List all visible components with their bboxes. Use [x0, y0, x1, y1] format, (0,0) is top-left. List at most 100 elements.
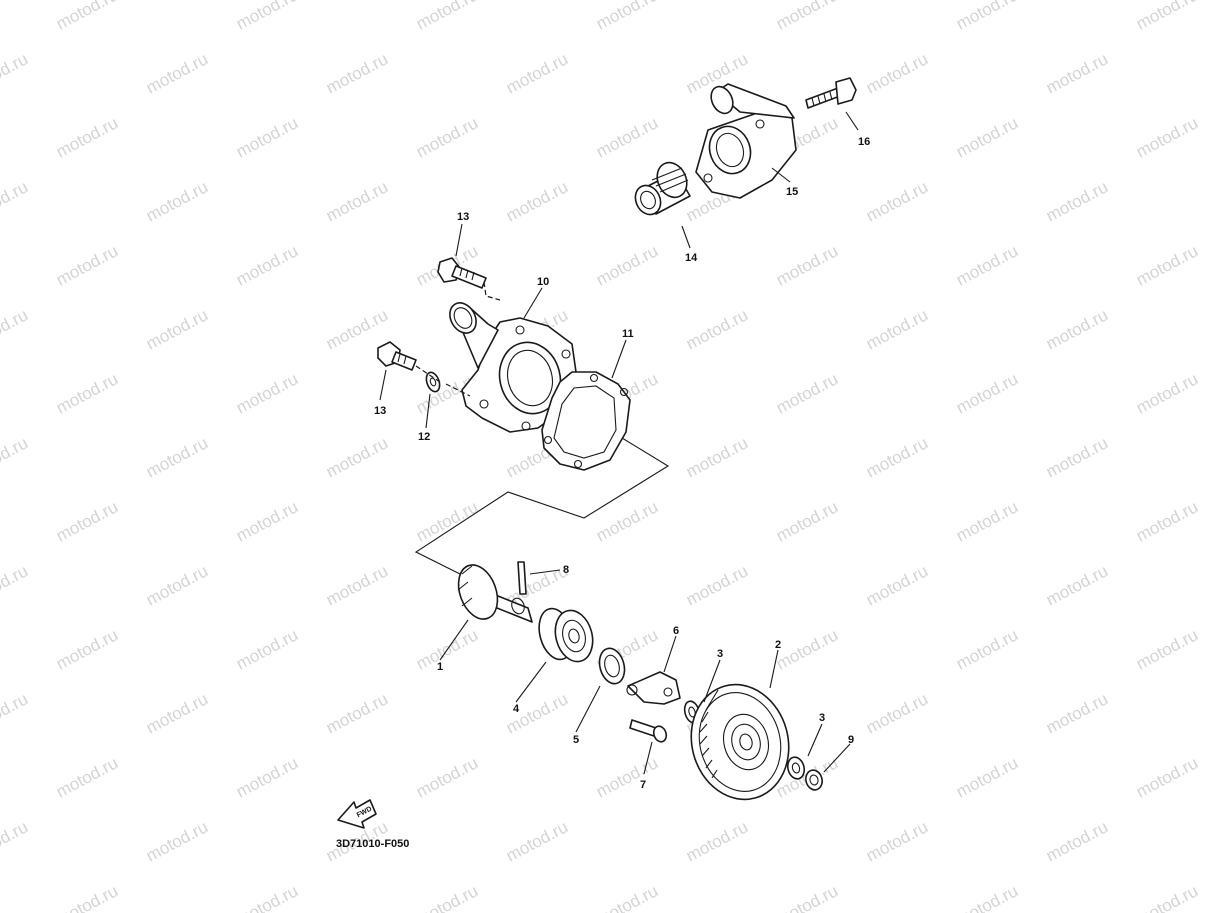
watermark-text: motod.ru [143, 305, 211, 353]
watermark-text: motod.ru [233, 113, 301, 161]
part-9-circlip [805, 769, 823, 791]
assembly-outline [414, 437, 670, 581]
watermark-text: motod.ru [0, 817, 31, 865]
watermark-text: motod.ru [233, 881, 301, 913]
watermark-text: motod.ru [0, 49, 31, 97]
watermark-text: motod.ru [593, 0, 661, 34]
callout-13-upper: 13 [457, 211, 469, 223]
watermark-text: motod.ru [863, 689, 931, 737]
part-5-oil-seal [598, 647, 626, 685]
watermark-text: motod.ru [413, 881, 481, 913]
watermark-text: motod.ru [323, 433, 391, 481]
part-7-screw [629, 719, 668, 743]
watermark-text: motod.ru [773, 497, 841, 545]
callout-3-right: 3 [819, 712, 825, 724]
watermark-text: motod.ru [1133, 497, 1201, 545]
watermark-text: motod.ru [143, 433, 211, 481]
part-14-thermostat [634, 161, 691, 216]
watermark-text: motod.ru [233, 625, 301, 673]
watermark-text: motod.ru [863, 561, 931, 609]
watermark-text: motod.ru [863, 433, 931, 481]
watermark-text: motod.ru [1133, 753, 1201, 801]
part-16-bolt [805, 77, 857, 109]
watermark-text: motod.ru [953, 241, 1021, 289]
part-2-impeller-gear [690, 683, 790, 801]
watermark-text: motod.ru [503, 177, 571, 225]
watermark-text: motod.ru [773, 369, 841, 417]
watermark-text: motod.ru [1133, 0, 1201, 34]
callout-3-left: 3 [717, 648, 723, 660]
watermark-text: motod.ru [323, 561, 391, 609]
callout-1: 1 [437, 661, 443, 673]
watermark-text: motod.ru [683, 561, 751, 609]
callout-13-lower: 13 [374, 405, 386, 417]
callout-12: 12 [418, 431, 430, 443]
part-3-washer-right [786, 756, 806, 780]
watermark-text: motod.ru [323, 177, 391, 225]
part-13-bolt-lower [377, 341, 417, 371]
watermark-text: motod.ru [0, 561, 31, 609]
callout-9: 9 [848, 734, 854, 746]
watermark-text: motod.ru [143, 177, 211, 225]
watermark-text: motod.ru [1043, 817, 1111, 865]
callout-6: 6 [673, 625, 679, 637]
part-15-thermostat-cover [695, 83, 797, 199]
watermark-text: motod.ru [413, 113, 481, 161]
watermark-text: motod.ru [143, 561, 211, 609]
watermark-text: motod.ru [53, 881, 121, 913]
watermark-text: motod.ru [0, 177, 31, 225]
watermark-text: motod.ru [863, 49, 931, 97]
watermark-text: motod.ru [143, 689, 211, 737]
watermark-text: motod.ru [1133, 625, 1201, 673]
watermark-text: motod.ru [1133, 113, 1201, 161]
watermark-text: motod.ru [53, 753, 121, 801]
callout-5: 5 [573, 734, 579, 746]
watermark-text: motod.ru [773, 881, 841, 913]
watermark-text: motod.ru [53, 497, 121, 545]
watermark-text: motod.ru [593, 241, 661, 289]
fwd-arrow-icon: FWD [337, 799, 377, 829]
watermark-text: motod.ru [1043, 689, 1111, 737]
watermark-text: motod.ru [143, 49, 211, 97]
watermark-text: motod.ru [53, 369, 121, 417]
watermark-text: motod.ru [953, 881, 1021, 913]
watermark-text: motod.ru [143, 817, 211, 865]
callout-11: 11 [622, 328, 634, 340]
watermark-text: motod.ru [953, 113, 1021, 161]
watermark-text: motod.ru [233, 753, 301, 801]
watermark-text: motod.ru [953, 625, 1021, 673]
watermark-text: motod.ru [953, 0, 1021, 34]
watermark-text: motod.ru [593, 113, 661, 161]
callout-14: 14 [685, 252, 698, 264]
watermark-text: motod.ru [773, 625, 841, 673]
watermark-text: motod.ru [503, 817, 571, 865]
watermark-text: motod.ru [1043, 433, 1111, 481]
part-11-gasket [541, 371, 631, 471]
watermark-text: motod.ru [233, 497, 301, 545]
part-1-impeller-shaft [457, 564, 533, 623]
watermark-text: motod.ru [773, 241, 841, 289]
watermark-text: motod.ru [1043, 177, 1111, 225]
watermark-text: motod.ru [233, 0, 301, 34]
watermark-text: motod.ru [953, 497, 1021, 545]
watermark-text: motod.ru [593, 881, 661, 913]
watermark-text: motod.ru [683, 433, 751, 481]
watermark-text: motod.ru [233, 241, 301, 289]
watermark-text: motod.ru [773, 0, 841, 34]
part-6-plate [626, 671, 681, 705]
callout-2: 2 [775, 639, 781, 651]
watermark-text: motod.ru [1133, 881, 1201, 913]
dashed-alignment-lines [415, 281, 501, 397]
watermark-text: motod.ru [1043, 561, 1111, 609]
watermark-text: motod.ru [323, 689, 391, 737]
watermark-text: motod.ru [1043, 305, 1111, 353]
watermark-text: motod.ru [683, 305, 751, 353]
watermark-text: motod.ru [233, 369, 301, 417]
watermark-text: motod.ru [683, 817, 751, 865]
diagram-code: 3D71010-F050 [336, 838, 409, 850]
callout-8: 8 [563, 564, 569, 576]
watermark-text: motod.ru [1133, 241, 1201, 289]
callout-7: 7 [640, 779, 646, 791]
part-8-pin [517, 561, 527, 595]
watermark-text: motod.ru [1133, 369, 1201, 417]
